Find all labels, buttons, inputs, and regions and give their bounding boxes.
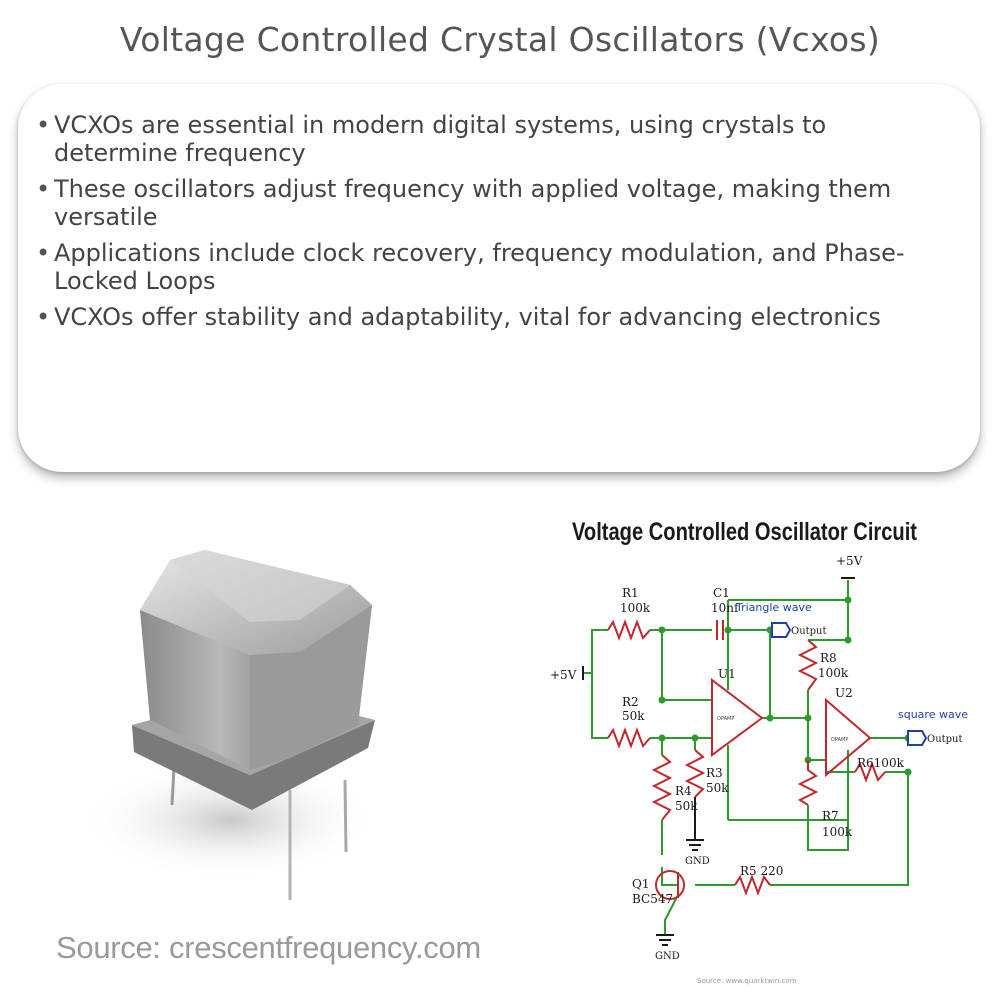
u1-label: U1 xyxy=(718,667,736,681)
r8-value: 100k xyxy=(818,666,849,680)
r5-label: R5 220 xyxy=(740,864,783,878)
circuit-wires xyxy=(583,580,909,935)
circuit-supply-and-ground xyxy=(582,577,855,946)
r1-label: R1 xyxy=(622,586,639,600)
c1-label: C1 xyxy=(713,586,730,600)
bullet-item: VCXOs offer stability and adaptability, … xyxy=(36,303,950,331)
opamp-label: OPAMP xyxy=(831,737,848,743)
bullet-item: These oscillators adjust frequency with … xyxy=(36,175,950,231)
vco-circuit-diagram: Voltage Controlled Oscillator Circuit xyxy=(550,518,968,985)
crystal-oscillator-photo xyxy=(80,550,380,900)
circuit-source-caption: Source: www.quarktwin.com xyxy=(697,977,797,985)
output-ports xyxy=(771,622,928,746)
r2-label: R2 xyxy=(622,695,639,709)
r2-value: 50k xyxy=(622,709,645,723)
summary-card: VCXOs are essential in modern digital sy… xyxy=(18,84,980,472)
square-wave-label: square wave xyxy=(898,708,968,721)
r4-value: 50k xyxy=(675,799,698,813)
r8-label: R8 xyxy=(820,651,837,665)
opamp-label: OPAMP xyxy=(717,716,734,722)
r3-value: 50k xyxy=(706,781,729,795)
r6-label: R6100k xyxy=(857,756,905,770)
page-title: Voltage Controlled Crystal Oscillators (… xyxy=(119,20,881,59)
q1-part: BC547 xyxy=(632,892,673,906)
q1-label: Q1 xyxy=(632,877,649,891)
bullet-item: Applications include clock recovery, fre… xyxy=(36,239,950,295)
bullet-list: VCXOs are essential in modern digital sy… xyxy=(18,84,980,331)
r3-label: R3 xyxy=(706,766,723,780)
output-label: Output xyxy=(927,734,963,745)
output-label: Output xyxy=(791,626,827,637)
bullet-item: VCXOs are essential in modern digital sy… xyxy=(36,111,950,167)
circuit-title: Voltage Controlled Oscillator Circuit xyxy=(572,518,918,546)
supply-top-label: +5V xyxy=(836,554,863,568)
r7-value: 100k xyxy=(822,825,853,839)
r4-label: R4 xyxy=(675,784,692,798)
r1-value: 100k xyxy=(620,601,651,615)
c1-value: 10nf xyxy=(711,601,740,615)
r7-label: R7 xyxy=(822,809,839,823)
gnd-label: GND xyxy=(685,856,710,867)
triangle-wave-label: Triangle wave xyxy=(735,601,812,614)
circuit-components xyxy=(607,619,886,900)
gnd-label: GND xyxy=(655,951,680,962)
u2-label: U2 xyxy=(835,686,853,700)
supply-left-label: +5V xyxy=(550,668,577,682)
photo-source-caption: Source: crescentfrequency.com xyxy=(56,930,481,965)
